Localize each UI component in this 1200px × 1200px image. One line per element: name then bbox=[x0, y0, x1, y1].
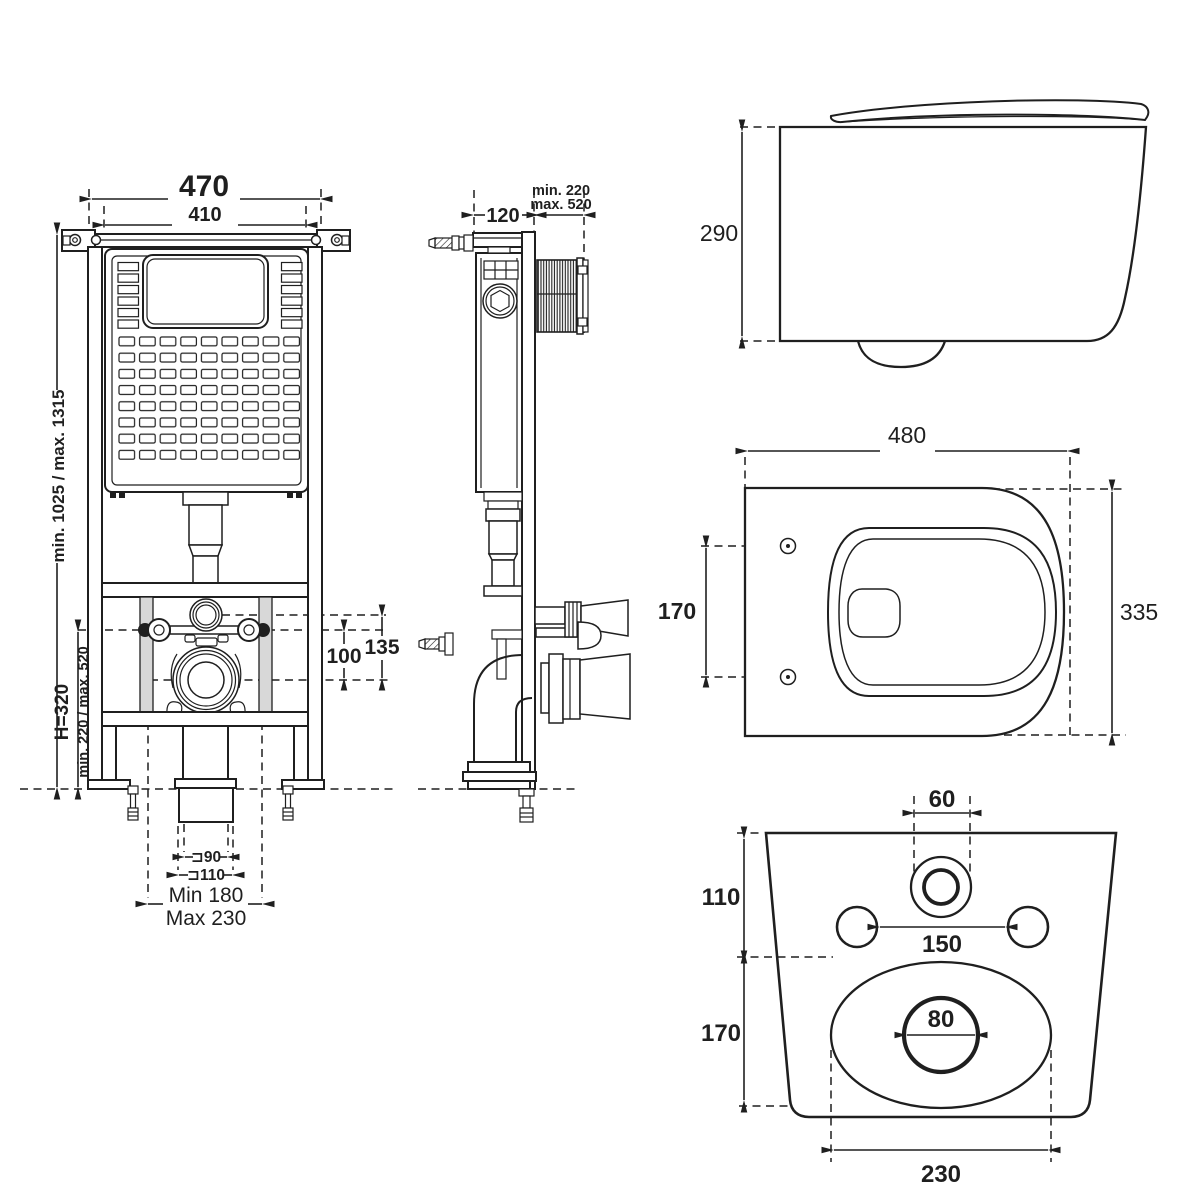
dim-rod-spacing: Min 180 Max 230 bbox=[135, 884, 275, 930]
label-135: 135 bbox=[364, 636, 399, 659]
toilet-body-profile bbox=[778, 125, 1148, 369]
drain-connector-cone bbox=[540, 653, 631, 724]
pan-outline-bottom bbox=[764, 831, 1118, 1119]
left-leg bbox=[101, 725, 117, 782]
flush-connector-cone bbox=[534, 599, 629, 650]
dim-hole-spacing-bottom: 150 bbox=[867, 923, 1018, 958]
label-410: 410 bbox=[188, 204, 221, 226]
lower-bracket-side bbox=[418, 629, 523, 680]
access-panel bbox=[142, 254, 269, 329]
dim-bowl-width: 230 bbox=[821, 1146, 1061, 1188]
label-height-range: min. 1025 / max. 1315 bbox=[49, 390, 68, 563]
flush-inlet-bottom bbox=[909, 855, 973, 919]
dim-outlet-height: H=320 min. 220 / max. 520 bbox=[52, 619, 92, 800]
bowl-rim bbox=[826, 527, 1058, 697]
water-inlet-port bbox=[189, 598, 223, 632]
seat-fixing-holes bbox=[779, 537, 797, 686]
label-80: 80 bbox=[928, 1006, 955, 1033]
label-h320: H=320 bbox=[52, 684, 73, 741]
label-470: 470 bbox=[179, 170, 229, 203]
anchor-bolt-left bbox=[127, 785, 139, 821]
drain-socket bbox=[166, 646, 246, 715]
label-290: 290 bbox=[700, 220, 738, 246]
frame-column bbox=[521, 231, 536, 790]
frame-front-view: 470 410 min. 1025 / max. 1315 H=320 min.… bbox=[20, 170, 400, 930]
fixing-hole-left bbox=[835, 905, 879, 949]
label-min180: Min 180 bbox=[169, 884, 244, 907]
left-foot bbox=[87, 779, 131, 790]
label-480: 480 bbox=[888, 422, 926, 448]
wall-sleeve bbox=[536, 257, 589, 335]
label-100: 100 bbox=[326, 645, 361, 668]
dim-pan-depth: 335 bbox=[1108, 479, 1158, 746]
bowl-footprint bbox=[829, 960, 1053, 1110]
label-150: 150 bbox=[922, 931, 962, 958]
label-170-bottom: 170 bbox=[701, 1020, 741, 1047]
dim-pan-height: 290 bbox=[700, 119, 746, 349]
middle-rail bbox=[101, 582, 309, 598]
label-d110: ⊐110 bbox=[187, 867, 225, 884]
drain-elbow bbox=[462, 654, 537, 790]
pan-side-view: 290 bbox=[700, 99, 1150, 369]
dim-pipe-dia: ⊐90 bbox=[172, 849, 240, 866]
dim-frame-depth: 120 bbox=[461, 205, 547, 227]
dim-flange-dia: ⊐110 bbox=[166, 867, 245, 884]
pan-bottom-view: 60 110 150 170 80 230 bbox=[701, 786, 1118, 1188]
dim-wall-offset: min. 220 max. 520 bbox=[526, 183, 596, 219]
mounting-rods bbox=[138, 618, 270, 642]
label-335: 335 bbox=[1120, 599, 1158, 625]
dim-outlet-dia: 80 bbox=[894, 1006, 988, 1039]
side-slots bbox=[117, 261, 303, 329]
top-rail-side bbox=[428, 232, 523, 252]
dim-frame-width-outer: 470 bbox=[79, 170, 333, 203]
label-outlet-range: min. 220 / max. 520 bbox=[76, 646, 92, 777]
anchor-bolt-side bbox=[518, 788, 535, 823]
cistern-side bbox=[475, 246, 523, 493]
trap-bump bbox=[856, 340, 947, 369]
label-max520: max. 520 bbox=[530, 197, 591, 213]
drain-pipe bbox=[174, 725, 237, 823]
dim-inlet-width: 60 bbox=[902, 786, 982, 817]
dim-top-to-holes: 110 bbox=[702, 826, 748, 964]
label-min220: min. 220 bbox=[532, 183, 590, 199]
cistern bbox=[104, 248, 309, 498]
label-110: 110 bbox=[702, 884, 741, 911]
flush-pipe-side bbox=[483, 491, 523, 597]
dim-100: 100 bbox=[326, 619, 362, 691]
dim-pan-width: 480 bbox=[735, 422, 1080, 455]
insulation-grid bbox=[118, 336, 303, 460]
flush-pipe bbox=[182, 491, 229, 596]
pan-top-view: 480 335 170 bbox=[658, 422, 1158, 746]
label-max230: Max 230 bbox=[166, 907, 247, 930]
right-foot bbox=[281, 779, 325, 790]
dim-hole-spacing-top: 170 bbox=[658, 535, 710, 688]
label-230: 230 bbox=[921, 1161, 961, 1188]
label-170-top: 170 bbox=[658, 598, 696, 624]
flush-outlet-top bbox=[847, 588, 901, 638]
dim-frame-width-inner: 410 bbox=[92, 204, 318, 229]
label-60: 60 bbox=[929, 786, 956, 813]
dim-frame-height: min. 1025 / max. 1315 bbox=[49, 222, 68, 800]
frame-side-view: 120 min. 220 max. 520 bbox=[418, 183, 631, 823]
right-leg bbox=[293, 725, 309, 782]
top-rail bbox=[61, 229, 351, 252]
anchor-bolt-right bbox=[282, 785, 294, 821]
toilet-seat-profile bbox=[829, 99, 1150, 124]
dim-135: 135 bbox=[364, 604, 400, 691]
bowl-inner bbox=[838, 538, 1046, 686]
label-120: 120 bbox=[486, 205, 519, 227]
fixing-hole-right bbox=[1006, 905, 1050, 949]
bottom-rail bbox=[101, 711, 309, 727]
right-upright bbox=[307, 246, 323, 790]
dim-holes-to-bowl: 170 bbox=[701, 950, 748, 1113]
label-d90: ⊐90 bbox=[191, 849, 221, 866]
